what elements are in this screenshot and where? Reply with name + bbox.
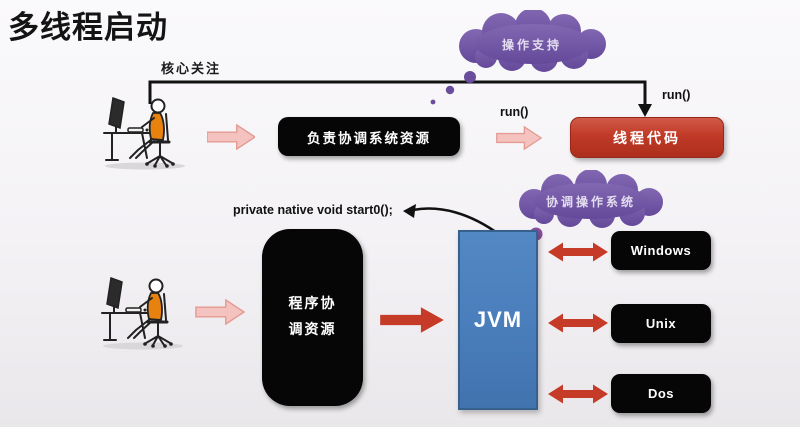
- jvm-label: JVM: [473, 307, 523, 332]
- os-box-dos-label: Dos: [647, 386, 675, 401]
- cloud-coordinate-os-label: 协调操作系统: [546, 194, 636, 209]
- elbow-arrow-run: [148, 80, 652, 117]
- cloud-os-support: 操作支持: [459, 10, 606, 72]
- cloud-coordinate-os: 协调操作系统: [519, 170, 663, 228]
- program-box-line2: 调资源: [288, 322, 337, 338]
- start0-annotation: private native void start0();: [233, 203, 393, 217]
- person-at-computer-2: [101, 276, 183, 350]
- cloud-os-support-label: 操作支持: [502, 37, 562, 52]
- red-arrow-to-jvm: [380, 307, 444, 333]
- double-arrow-unix: [548, 313, 608, 333]
- thread-code-box-label: 线程代码: [613, 131, 681, 147]
- program-box-label: 程序协 调资源: [289, 292, 337, 342]
- os-box-windows: Windows: [611, 231, 711, 270]
- thread-code-box: 线程代码: [570, 117, 724, 158]
- cloud1-trail-dots: [430, 71, 476, 105]
- program-box-line1: 程序协: [288, 297, 337, 313]
- coordinator-box-label: 负责协调系统资源: [307, 130, 431, 146]
- pink-arrow-2: [496, 126, 542, 150]
- coordinator-box: 负责协调系统资源: [278, 117, 460, 156]
- page-title: 多线程启动: [8, 10, 168, 45]
- double-arrow-dos: [548, 384, 608, 404]
- pink-arrow-1: [207, 124, 255, 150]
- cloud-shape: [459, 10, 606, 72]
- focus-label: 核心关注: [161, 61, 222, 76]
- os-box-windows-label: Windows: [630, 243, 692, 258]
- double-arrow-windows: [548, 242, 608, 262]
- cloud-shape: [519, 170, 663, 228]
- jvm-box: JVM: [458, 230, 538, 410]
- os-box-dos: Dos: [611, 374, 711, 413]
- os-box-unix-label: Unix: [645, 316, 677, 331]
- os-box-unix: Unix: [611, 304, 711, 343]
- person-at-computer-1: [103, 96, 185, 170]
- run-label-right: run(): [662, 88, 691, 102]
- run-label-left: run(): [500, 105, 529, 119]
- program-box: 程序协 调资源: [262, 229, 363, 406]
- pink-arrow-3: [195, 299, 245, 325]
